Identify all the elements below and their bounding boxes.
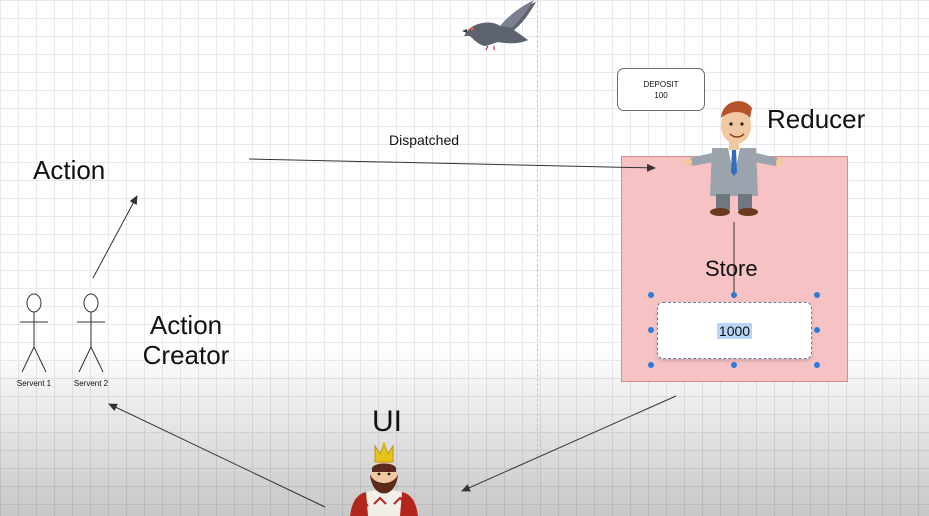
- ui-to-creator-arrow: [108, 403, 326, 508]
- selection-handle[interactable]: [648, 327, 654, 333]
- deposit-title: DEPOSIT: [643, 79, 679, 89]
- action-label: Action: [33, 155, 106, 185]
- page-divider: [537, 0, 538, 516]
- selection-handle[interactable]: [814, 362, 820, 368]
- selection-handle[interactable]: [648, 362, 654, 368]
- action-creator-label: Action Creator: [138, 310, 234, 370]
- action-arrow: [92, 195, 138, 279]
- deposit-action-card[interactable]: DEPOSIT 100: [617, 68, 705, 111]
- servant1-label: Servent 1: [16, 379, 52, 388]
- dispatched-arrow: [248, 158, 656, 172]
- ui-label: UI: [372, 405, 402, 438]
- selection-handle[interactable]: [731, 362, 737, 368]
- king-icon: [350, 442, 418, 516]
- store-value-text[interactable]: 1000: [716, 322, 753, 339]
- pigeon-icon: [462, 0, 536, 51]
- servant2-label: Servent 2: [73, 379, 109, 388]
- store-value-box[interactable]: 1000: [657, 302, 812, 359]
- selection-handle[interactable]: [648, 292, 654, 298]
- selection-handle[interactable]: [814, 327, 820, 333]
- stick-figure-icon: [77, 293, 105, 373]
- reducer-label: Reducer: [767, 104, 866, 134]
- selection-handle[interactable]: [731, 292, 737, 298]
- dispatched-label: Dispatched: [389, 132, 460, 148]
- store-label: Store: [705, 256, 758, 281]
- stick-figure-icon: [20, 293, 48, 373]
- businessman-reducer-icon: [684, 101, 784, 216]
- action-creator-line1: Action: [149, 310, 223, 340]
- deposit-amount: 100: [654, 90, 668, 100]
- selection-handle[interactable]: [814, 292, 820, 298]
- action-creator-line2: Creator: [142, 340, 230, 370]
- store-to-ui-arrow: [461, 395, 677, 492]
